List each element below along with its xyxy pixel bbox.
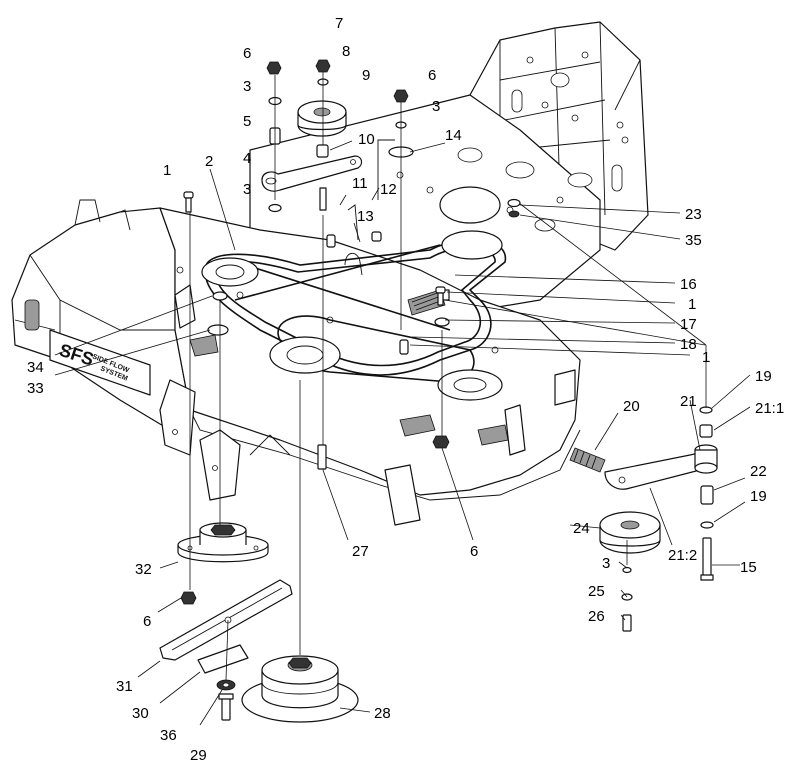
callout-15: 15 [740,559,757,576]
leader-lines [54,140,751,726]
alignment-lines [189,72,707,681]
callout-6: 6 [243,45,251,62]
callout-2: 2 [205,153,213,170]
callout-25: 25 [588,583,605,600]
drive-pulley [241,655,359,723]
callout-34: 34 [27,359,44,376]
callout-3: 3 [243,78,251,95]
callout-21-2: 21:2 [668,547,697,564]
callout-32: 32 [135,561,152,578]
mower-blade [159,579,293,721]
left-spindle-hardware [207,291,229,336]
callout-23: 23 [685,206,702,223]
callout-29: 29 [190,747,207,764]
mower-deck: SFS SIDE FLOW SYSTEM [11,199,581,526]
callout-8: 8 [342,43,350,60]
callout-3: 3 [602,555,610,572]
fasteners [183,191,521,470]
tension-spring-assembly [399,289,450,355]
callout-3: 3 [243,181,251,198]
callout-26: 26 [588,608,605,625]
drive-belt [201,230,507,401]
callout-28: 28 [374,705,391,722]
callout-27: 27 [352,543,369,560]
callout-36: 36 [160,727,177,744]
right-idler-assembly [569,406,718,632]
spindle-housing [177,522,269,605]
callout-7: 7 [335,15,343,32]
callout-22: 22 [750,463,767,480]
callout-33: 33 [27,380,44,397]
callout-12: 12 [380,181,397,198]
callout-13: 13 [357,208,374,225]
callout-4: 4 [243,150,251,167]
callout-1: 1 [688,296,696,313]
deck-decal: SFS SIDE FLOW SYSTEM [49,329,151,396]
callout-31: 31 [116,678,133,695]
callout-35: 35 [685,232,702,249]
callout-9: 9 [362,67,370,84]
callout-11: 11 [352,175,368,192]
callout-18: 18 [680,336,697,353]
callout-19: 19 [755,368,772,385]
callout-16: 16 [680,276,697,293]
callout-1: 1 [702,349,710,366]
callout-6: 6 [470,543,478,560]
tractor-frame [469,21,649,251]
callout-6: 6 [143,613,151,630]
callout-21-1: 21:1 [755,400,784,417]
callout-20: 20 [623,398,640,415]
callout-21: 21 [680,393,697,410]
callout-3: 3 [432,98,440,115]
idler-arm-stack [261,59,414,276]
callout-labels: 6 7 8 9 6 3 3 5 10 14 4 1 2 3 11 12 13 2… [27,15,784,764]
callout-19: 19 [750,488,767,505]
callout-24: 24 [573,520,590,537]
callout-17: 17 [680,316,697,333]
callout-10: 10 [358,131,375,148]
callout-5: 5 [243,113,251,130]
callout-6: 6 [428,67,436,84]
callout-1: 1 [163,162,171,179]
callout-30: 30 [132,705,149,722]
callout-14: 14 [445,127,462,144]
